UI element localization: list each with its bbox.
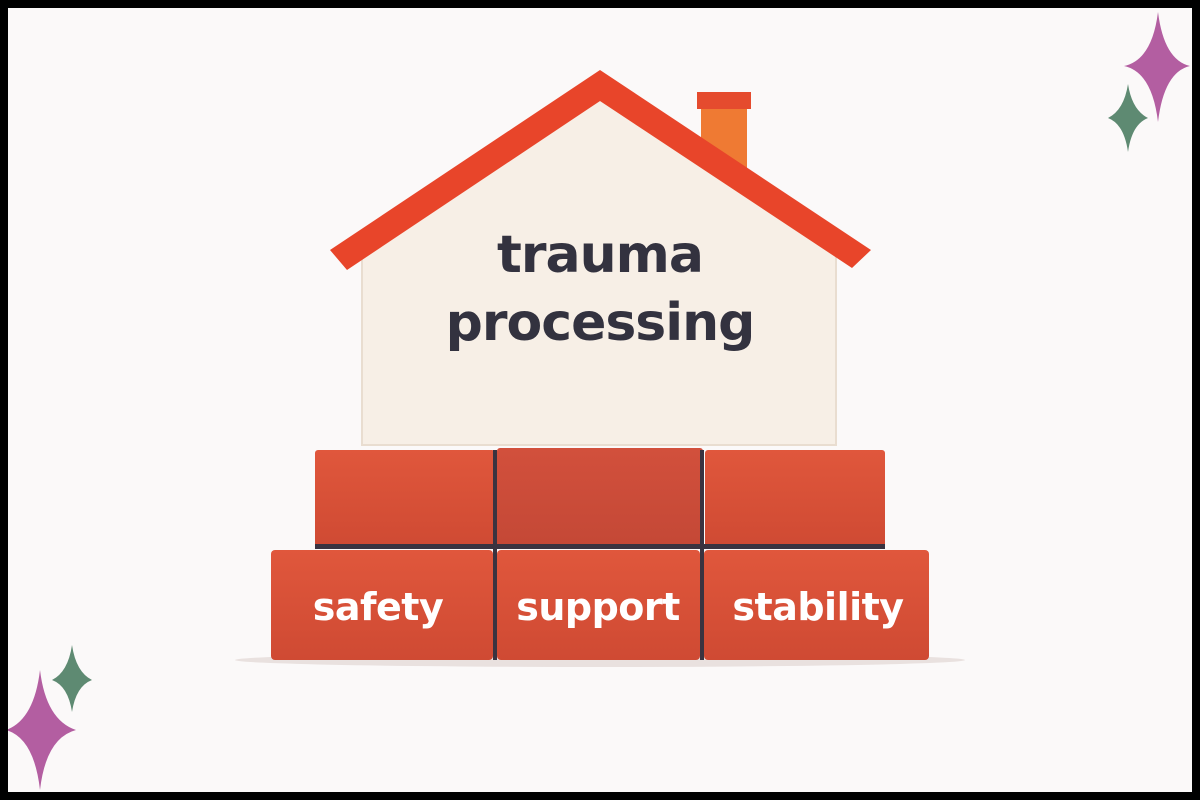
- upper-brick-row: [315, 448, 885, 547]
- upper-brick-right: [705, 450, 885, 547]
- house-title-line2: processing: [446, 293, 755, 353]
- sparkle-purple-icon: [1124, 12, 1190, 122]
- sparkle-green-icon: [52, 645, 92, 712]
- upper-brick-left: [315, 450, 495, 547]
- house-title-line1: trauma: [497, 225, 703, 285]
- sparkle-purple-icon: [8, 670, 76, 790]
- sparkle-green-icon: [1108, 84, 1148, 152]
- mortar-lines: [315, 450, 885, 660]
- brick-label-stability: stability: [732, 585, 904, 629]
- upper-brick-middle: [497, 448, 703, 547]
- diagram-canvas: trauma processing safety support: [8, 8, 1192, 792]
- foundation-brick-support: support: [497, 550, 700, 660]
- foundation-brick-stability: stability: [704, 550, 929, 660]
- foundation-brick-safety: safety: [271, 550, 493, 660]
- foundation-row: safety support stability: [271, 550, 929, 660]
- brick-label-safety: safety: [313, 585, 444, 629]
- brick-label-support: support: [516, 585, 680, 629]
- house-diagram: trauma processing safety support: [8, 12, 1190, 790]
